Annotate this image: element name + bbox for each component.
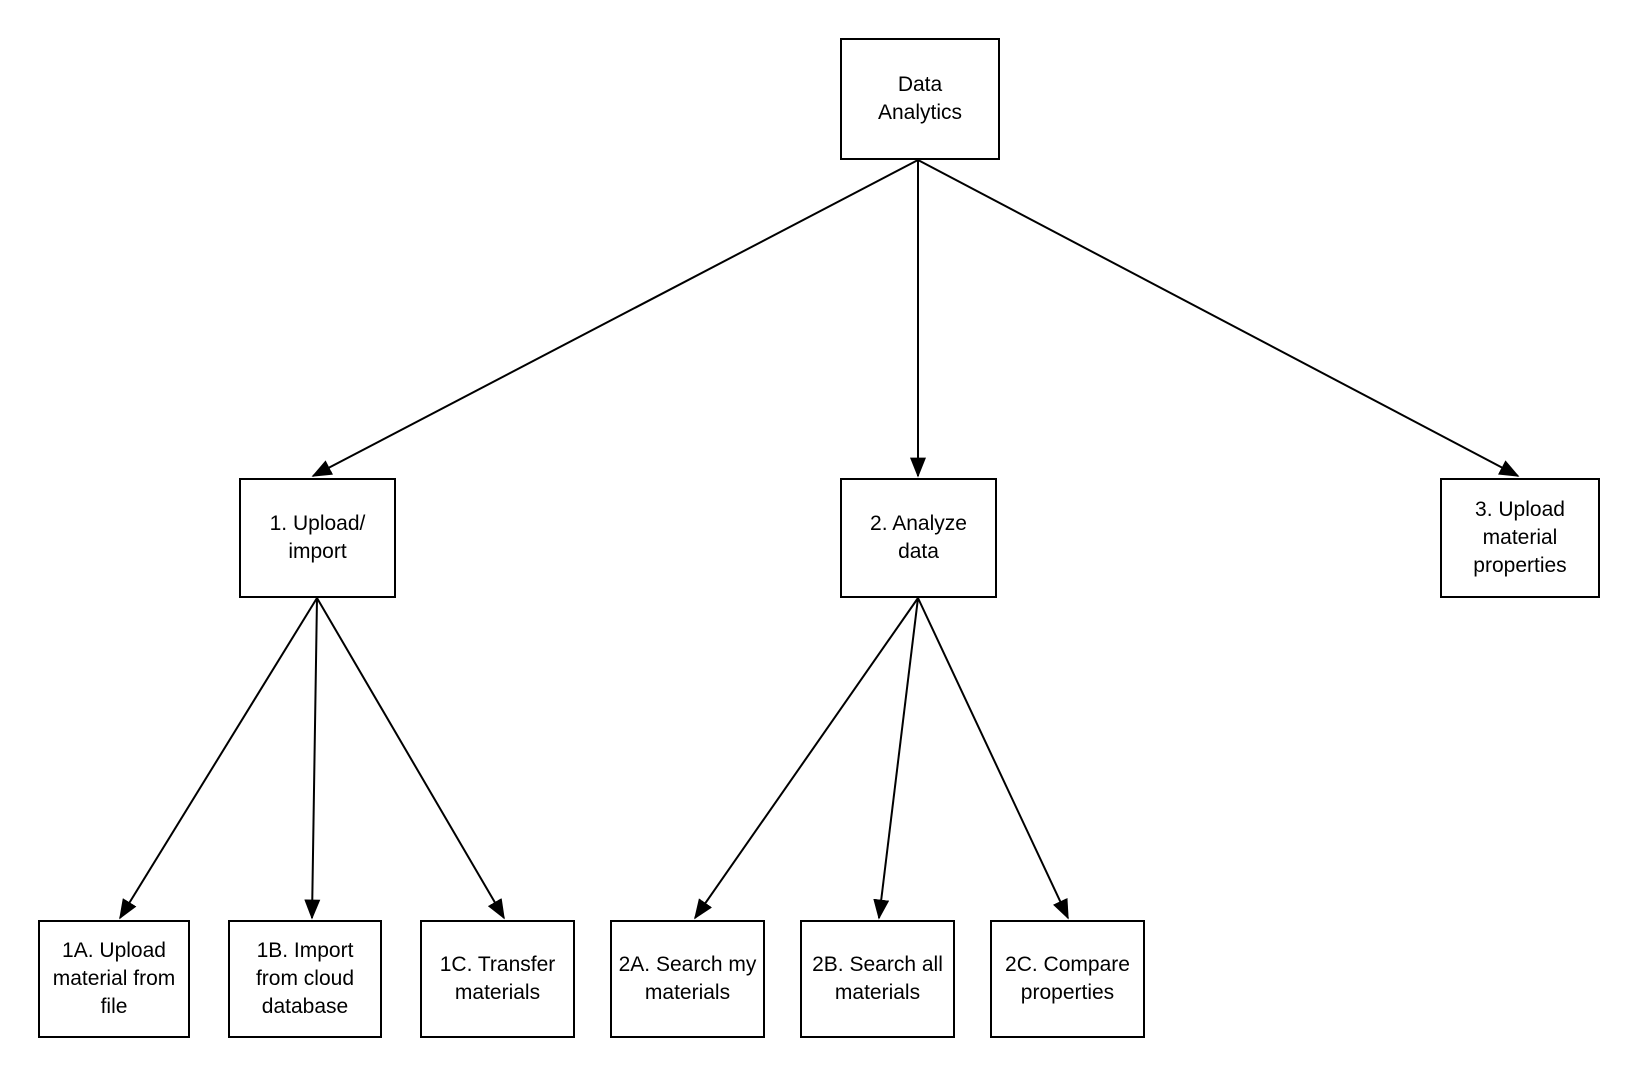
node-n2a[interactable]: 2A. Search my materials [610,920,765,1038]
node-n1[interactable]: 1. Upload/ import [239,478,396,598]
edge-n2-to-n2c [917,597,1069,920]
node-n3[interactable]: 3. Upload material properties [1440,478,1600,598]
node-label: 1B. Import from cloud database [255,939,355,1018]
edge-n1-to-n1c [316,597,505,920]
node-n2c[interactable]: 2C. Compare properties [990,920,1145,1038]
node-n2[interactable]: 2. Analyze data [840,478,997,598]
node-n1c[interactable]: 1C. Transfer materials [420,920,575,1038]
edge-n1-to-n1b [304,597,321,920]
node-n1b[interactable]: 1B. Import from cloud database [228,920,382,1038]
edge-root-to-n1 [311,159,919,477]
node-label: 1A. Upload material from file [52,939,176,1018]
node-label: Data Analytics [877,73,963,124]
node-label: 1C. Transfer materials [439,953,556,1004]
node-label: 2. Analyze data [870,512,967,563]
node-n2b[interactable]: 2B. Search all materials [800,920,955,1038]
node-root[interactable]: Data Analytics [840,38,1000,160]
node-label: 2C. Compare properties [1005,953,1130,1004]
node-label: 2B. Search all materials [812,953,943,1004]
edge-n2-to-n2b [873,597,919,920]
node-label: 2A. Search my materials [618,953,757,1004]
node-n1a[interactable]: 1A. Upload material from file [38,920,190,1038]
node-label: 1. Upload/ import [269,512,366,563]
edge-n1-to-n1a [119,597,318,920]
edge-n2-to-n2a [694,597,919,920]
edge-root-to-n3 [917,159,1520,477]
node-label: 3. Upload material properties [1473,498,1567,577]
